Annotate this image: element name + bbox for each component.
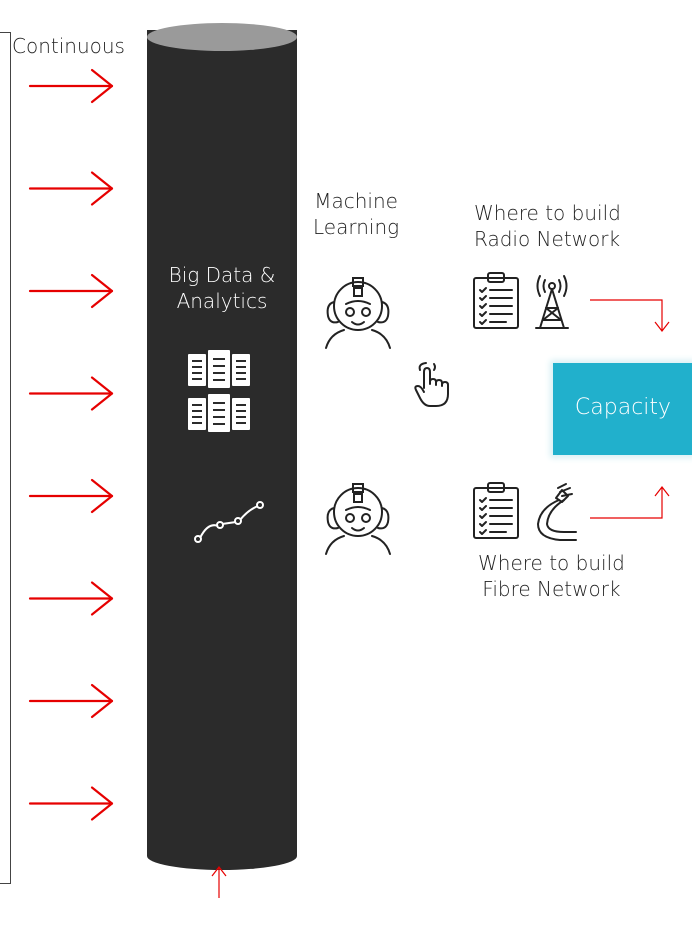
machine-learning-label: Machine Learning xyxy=(313,188,399,240)
input-arrow xyxy=(28,171,114,206)
input-arrow xyxy=(28,273,114,309)
hand-pointer-icon xyxy=(414,362,449,407)
input-arrow xyxy=(28,581,114,616)
machine-learning-line-2: Learning xyxy=(313,215,400,239)
data-cylinder-top xyxy=(147,23,297,51)
checklist-icon xyxy=(473,482,519,539)
radio-connector xyxy=(590,299,663,330)
trend-line-icon xyxy=(194,501,264,543)
input-arrow xyxy=(28,786,114,821)
fibre-connector xyxy=(590,488,663,519)
robot-icon xyxy=(325,277,391,349)
input-arrow xyxy=(28,68,114,104)
fibre-title-line-2: Fibre Network xyxy=(482,577,621,601)
machine-learning-line-1: Machine xyxy=(314,189,398,213)
big-data-label-line-1: Big Data & xyxy=(168,263,276,287)
radio-title-line-2: Radio Network xyxy=(474,227,621,251)
big-data-label-line-2: Analytics xyxy=(176,289,268,313)
fibre-connector-arrowhead xyxy=(654,486,670,497)
fibre-cable-icon xyxy=(537,483,577,541)
left-bracket xyxy=(0,32,11,884)
server-rack-icon xyxy=(188,350,250,388)
bottom-arrowhead xyxy=(211,866,227,877)
server-rack-icon xyxy=(188,394,250,432)
data-cylinder xyxy=(147,30,297,870)
input-arrow xyxy=(28,683,114,719)
radio-network-title: Where to build Radio Network xyxy=(474,200,621,252)
input-arrow xyxy=(28,478,114,514)
big-data-analytics-label: Big Data & Analytics xyxy=(147,262,297,314)
checklist-icon xyxy=(473,272,519,329)
radio-connector-arrowhead xyxy=(654,321,670,332)
radio-title-line-1: Where to build xyxy=(474,201,621,225)
continuous-label: Continuous xyxy=(12,34,125,58)
robot-icon xyxy=(325,483,391,555)
capacity-label: Capacity xyxy=(574,395,672,420)
fibre-network-title: Where to build Fibre Network xyxy=(478,550,625,602)
input-arrow xyxy=(28,376,114,411)
capacity-box xyxy=(553,363,692,455)
fibre-title-line-1: Where to build xyxy=(478,551,625,575)
radio-tower-icon xyxy=(535,275,569,329)
